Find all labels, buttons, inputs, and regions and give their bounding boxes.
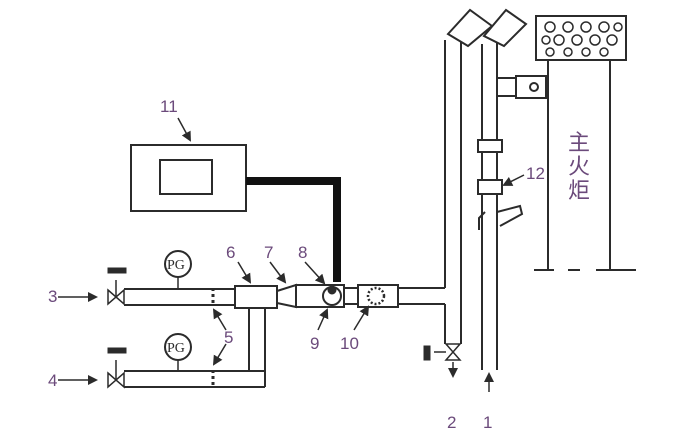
lower-gauge-label: PG [167,341,185,356]
signal-cable [246,177,341,282]
label-9: 9 [310,334,319,353]
label-5: 5 [224,328,233,347]
leader-lines [177,117,525,366]
flame-arrestor-icon [366,286,386,306]
pilot-fitting [477,179,503,195]
upper-feed-line [58,250,235,306]
flare-label-2: 火 [568,155,590,180]
label-11: 11 [160,97,178,116]
upper-pressure-gauge-icon [164,250,192,278]
pilot-tip-icon [482,8,528,48]
label-10: 10 [340,334,359,353]
label-1: 1 [483,413,492,432]
controller-screen [159,159,213,195]
label-6: 6 [226,243,235,262]
lower-pressure-gauge-icon [164,333,192,361]
upper-gauge-label: PG [167,258,185,273]
label-7: 7 [264,243,273,262]
main-flare: 主 火 炬 [534,15,636,271]
label-12: 12 [526,164,545,183]
drain-valve-icon [444,343,462,361]
label-2: 2 [447,413,456,432]
mixing-section [234,283,445,309]
label-4: 4 [48,371,57,390]
pilot-tube [477,8,548,392]
flare-label-1: 主 [568,131,590,156]
lower-feed-line [58,305,266,389]
mixer-box [234,285,278,309]
ignition-tip-icon [446,8,494,48]
label-8: 8 [298,243,307,262]
label-3: 3 [48,287,57,306]
flare-label-3: 炬 [568,179,590,204]
controller-box [130,144,247,212]
lower-valve-icon [107,371,125,389]
